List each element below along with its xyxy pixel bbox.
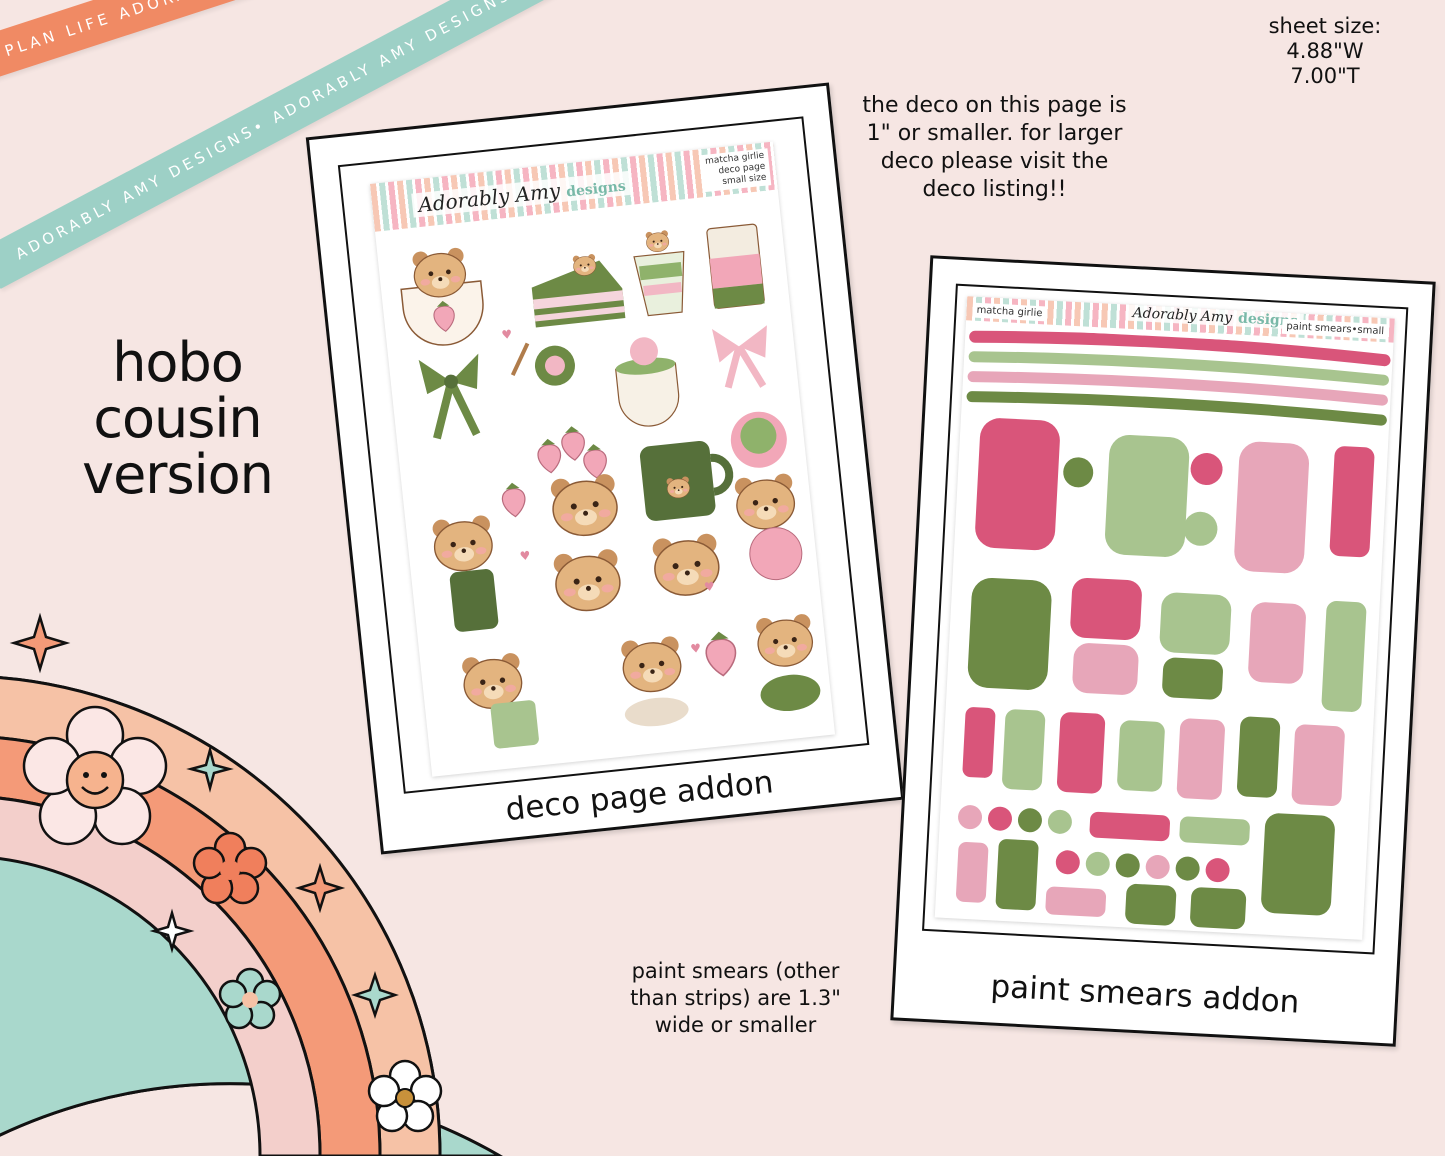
matcha-parfait-icon [633,229,685,317]
deco-size-note: the deco on this page is 1" or smaller. … [862,93,1127,202]
smear-size-note: paint smears (other than strips) are 1.3… [630,959,841,1037]
sparkle-icon [149,908,195,954]
svg-text:♥: ♥ [703,579,715,594]
matcha-latte-bear-icon [615,337,680,427]
version-line-1: hobo [112,331,244,394]
paint-smears [956,330,1391,930]
sparkle-icon [9,612,71,674]
teal-flower-icon [218,967,282,1030]
cake-sticker-icon [531,253,626,328]
pink-bow-icon [712,325,767,389]
orange-flower-icon [192,831,268,905]
deco-stickers: ♥ ♥ ♥ ♥ [400,223,821,749]
smears-caption: paint smears addon [989,968,1301,1021]
sheet-width: 4.88"W [1286,39,1364,63]
svg-text:♥: ♥ [501,327,513,342]
sparkle-icon [351,971,399,1019]
svg-text:♥: ♥ [690,641,702,656]
matcha-mug-icon [639,441,734,521]
version-line-2: cousin [93,387,262,450]
svg-text:♥: ♥ [519,548,531,563]
smear-blobs [956,418,1375,930]
green-bow-icon [418,353,481,440]
sparkle-icon [294,862,346,914]
version-line-3: version [82,443,274,506]
version-heading: hobo cousin version [60,335,295,503]
daisy-icon [367,1059,443,1133]
bear-cup-icon [400,246,484,346]
matcha-bowl-icon [510,342,575,386]
sheet-height: 7.00"T [1290,64,1360,88]
sheet-size-info: sheet size: 4.88"W 7.00"T [1260,14,1390,89]
milk-carton-icon [706,223,765,309]
sparkle-icon [186,745,234,793]
smiley-flower-icon [22,705,168,846]
sheet-size-label: sheet size: [1268,14,1382,38]
latte-cup-icon [730,411,787,468]
rainbow-decoration [0,612,504,1156]
